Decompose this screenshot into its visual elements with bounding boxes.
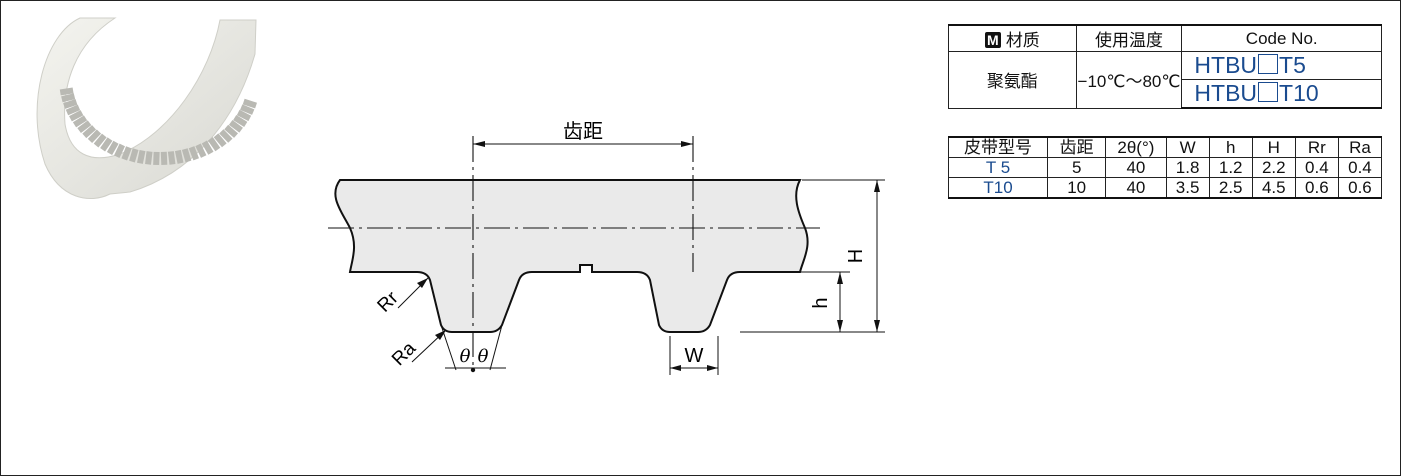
code-header: Code No. — [1181, 24, 1382, 52]
table-row: T 5 5 40 1.8 1.2 2.2 0.4 0.4 — [947, 157, 1383, 178]
code-suffix: T5 — [1279, 52, 1306, 78]
cell-pitch: 10 — [1047, 177, 1107, 199]
cell-H: 2.2 — [1251, 157, 1296, 178]
col-header-two-theta: 2θ(°) — [1105, 136, 1167, 158]
belt-tooth — [114, 143, 126, 158]
code-no-t10: HTBU T10 — [1181, 79, 1382, 109]
col-header-type: 皮带型号 — [947, 136, 1049, 158]
code-no-t5: HTBU T5 — [1181, 51, 1382, 80]
belt-tooth — [160, 151, 168, 166]
belt-tooth — [167, 151, 176, 165]
belt-tooth — [153, 151, 160, 166]
belt-tooth — [228, 120, 243, 133]
belt-tooth — [233, 115, 248, 128]
dimension-table: 皮带型号 齿距 2θ(°) W h H Rr Ra T 5 5 40 1.8 1… — [947, 136, 1383, 199]
cell-type: T10 — [947, 177, 1049, 199]
cell-h: 2.5 — [1208, 177, 1253, 199]
belt-tooth — [87, 129, 102, 144]
cell-Rr: 0.6 — [1294, 177, 1339, 199]
belt-tooth — [201, 140, 214, 155]
code-prefix: HTBU — [1194, 52, 1258, 78]
belt-tooth — [195, 143, 207, 158]
Ra-label: Ra — [388, 338, 420, 370]
belt-tooth — [100, 137, 113, 152]
belt-tooth — [137, 149, 146, 164]
cell-W: 1.8 — [1165, 157, 1210, 178]
cell-two-theta: 40 — [1105, 177, 1167, 199]
cell-h: 1.2 — [1208, 157, 1253, 178]
belt-tooth — [174, 149, 184, 164]
theta-left-label: θ — [460, 346, 471, 367]
cell-W: 3.5 — [1165, 177, 1210, 199]
code-blank-box — [1258, 54, 1279, 74]
cell-Rr: 0.4 — [1294, 157, 1339, 178]
table-row: T10 10 40 3.5 2.5 4.5 0.6 0.6 — [947, 177, 1383, 199]
col-header-pitch: 齿距 — [1047, 136, 1107, 158]
Rr-label: Rr — [374, 287, 404, 317]
belt-tooth — [236, 109, 252, 122]
pitch-label: 齿距 — [563, 119, 603, 143]
belt-tooth — [242, 98, 257, 109]
belt-teeth — [59, 87, 257, 166]
h-label: h — [810, 297, 832, 308]
cell-two-theta: 40 — [1105, 157, 1167, 178]
spec-row: 聚氨酯 −10℃～80℃ HTBU T5 — [948, 51, 1382, 109]
belt-profile — [334, 179, 809, 333]
tooth-profile-drawing: 齿距 H h W Rr Ra θ θ — [328, 119, 885, 375]
belt-tooth — [61, 93, 76, 103]
belt-tooth — [65, 104, 81, 116]
belt-tooth — [82, 125, 97, 139]
code-blank-box — [1258, 82, 1279, 102]
belt-tooth — [72, 115, 88, 128]
col-header-Ra: Ra — [1337, 136, 1383, 158]
spec-row: HTBU T10 — [949, 79, 1382, 109]
temp-header: 使用温度 — [1075, 24, 1183, 52]
belt-tooth — [129, 148, 139, 163]
col-header-W: W — [1165, 136, 1210, 158]
belt-tooth — [93, 133, 107, 148]
cell-H: 4.5 — [1251, 177, 1296, 199]
H-label: H — [845, 249, 867, 263]
belt-tooth — [145, 151, 153, 165]
belt-tooth — [181, 148, 192, 163]
col-header-h: h — [1208, 136, 1253, 158]
belt-tooth — [77, 120, 92, 133]
belt-tooth — [213, 133, 227, 148]
belt-tooth — [63, 99, 78, 109]
material-header-text: 材质 — [1005, 31, 1040, 50]
belt-tooth — [106, 140, 119, 155]
dimension-header-row: 皮带型号 齿距 2θ(°) W h H Rr Ra — [947, 136, 1383, 158]
W-label: W — [685, 345, 704, 367]
belt-photo — [36, 17, 257, 200]
belt-tooth — [188, 146, 199, 161]
material-value: 聚氨酯 — [948, 51, 1077, 109]
belt-tooth — [224, 124, 238, 138]
cell-pitch: 5 — [1047, 157, 1107, 178]
theta-right-label: θ — [478, 346, 489, 367]
belt-tooth — [69, 110, 84, 122]
col-header-H: H — [1251, 136, 1296, 158]
belt-tooth — [59, 87, 74, 96]
cell-Ra: 0.4 — [1337, 157, 1383, 178]
temp-value: −10℃～80℃ — [1075, 51, 1183, 109]
code-suffix: T10 — [1279, 80, 1319, 106]
cell-type: T 5 — [947, 157, 1049, 178]
cell-Ra: 0.6 — [1337, 177, 1383, 199]
material-m-icon: M — [984, 32, 1001, 48]
belt-tooth — [207, 137, 221, 152]
belt-tooth — [240, 104, 255, 115]
col-header-Rr: Rr — [1294, 136, 1339, 158]
code-prefix: HTBU — [1194, 80, 1258, 106]
belt-tooth — [219, 129, 233, 143]
belt-tooth — [121, 146, 132, 161]
